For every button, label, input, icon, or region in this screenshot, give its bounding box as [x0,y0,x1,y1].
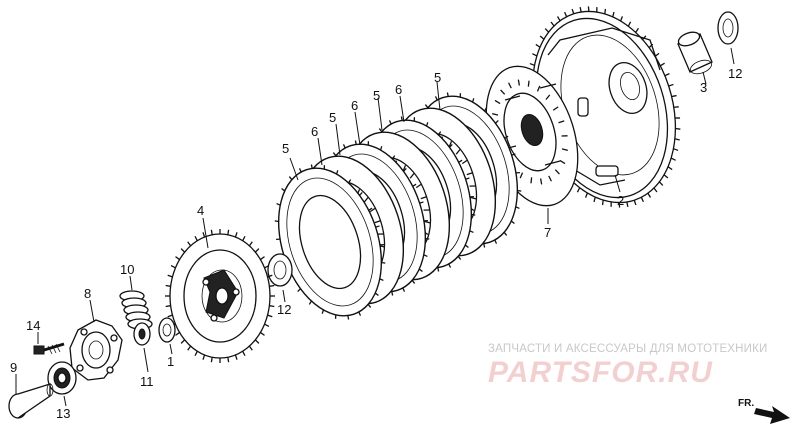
thrust-washer-top [717,11,739,45]
label-part-3: 3 [700,80,707,95]
bolt [33,342,65,355]
friction-disc [274,164,386,320]
lifter-rod [8,383,54,419]
label-part-6b: 6 [351,98,358,113]
washer-1 [158,317,176,343]
front-direction-arrow-icon [754,406,790,424]
lifter-plate [69,319,123,381]
label-part-6c: 6 [395,82,402,97]
label-part-12-middle: 12 [277,302,291,317]
spring-washer [133,322,151,346]
front-direction-label: FR. [738,398,755,409]
clutch-plate-stack [274,92,522,320]
label-part-2: 2 [617,193,624,208]
pressure-plate [165,229,275,363]
label-part-11: 11 [140,374,154,389]
label-part-13: 13 [56,406,70,421]
label-part-9: 9 [10,360,17,375]
thrust-washer-middle [267,253,293,287]
label-part-5a: 5 [282,141,289,156]
leader-lines [15,47,735,407]
label-part-5d: 5 [434,70,441,85]
label-part-5b: 5 [329,110,336,125]
label-part-1: 1 [167,354,174,369]
watermark-caption: ЗАПЧАСТИ И АКСЕССУАРЫ ДЛЯ МОТОТЕХНИКИ [488,343,768,355]
label-part-5c: 5 [373,88,380,103]
label-part-10: 10 [120,262,134,277]
label-part-8: 8 [84,286,91,301]
bearing [47,361,77,395]
label-part-6a: 6 [311,124,318,139]
watermark-logo: PARTSFOR.RU [488,356,713,389]
clutch-spring [119,290,153,330]
label-part-14: 14 [26,318,40,333]
part-number-labels: 12 3 2 7 5 6 5 6 5 6 5 4 12 10 8 14 1 11… [10,66,742,421]
label-part-7: 7 [544,225,551,240]
label-part-12-top: 12 [728,66,742,81]
label-part-4: 4 [197,203,204,218]
collar [677,31,713,75]
